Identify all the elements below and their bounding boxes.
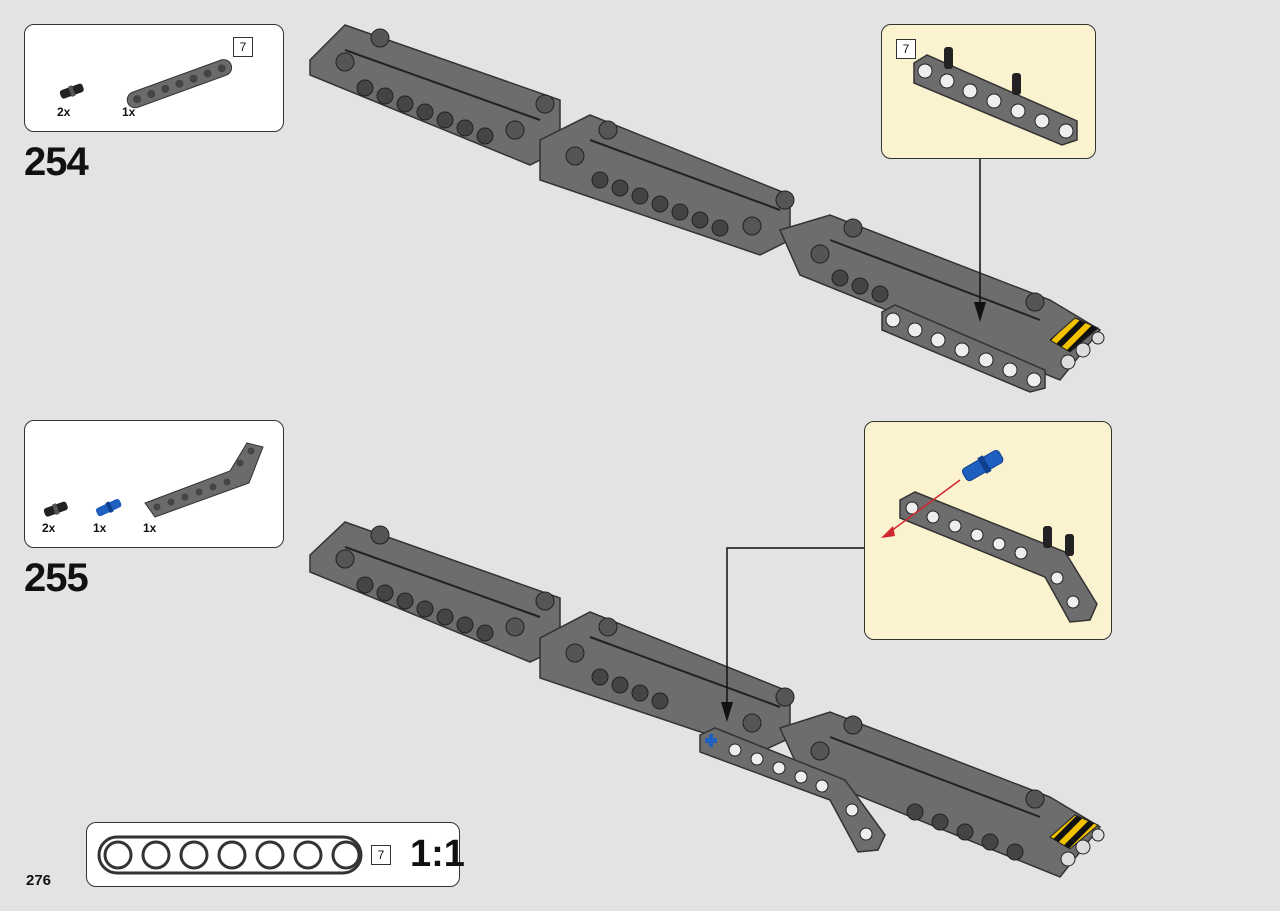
part-qty: 1x — [122, 105, 136, 119]
blue-pin-icon — [95, 498, 122, 517]
callout-step-254: 7 — [881, 24, 1096, 159]
black-pin-icon — [43, 501, 68, 517]
assembly-step-255 — [309, 521, 1105, 878]
part-qty: 2x — [42, 521, 56, 535]
scale-length-tag: 7 — [371, 845, 391, 865]
parts-box-step-255: 2x 1x 1x — [24, 420, 284, 548]
scale-reference-box: 7 1:1 — [86, 822, 465, 887]
part-qty: 1x — [143, 521, 157, 535]
part-qty: 2x — [57, 105, 71, 119]
parts-icons-step-254 — [59, 59, 233, 109]
part-qty: 1x — [93, 521, 107, 535]
scale-ratio: 1:1 — [410, 833, 465, 875]
step-number: 254 — [24, 140, 89, 184]
black-pin-icon — [59, 83, 84, 99]
callout-length-tag: 7 — [896, 39, 916, 59]
parts-icons-step-255 — [43, 442, 264, 518]
scale-beam-drawing — [97, 835, 363, 875]
callout-beam-drawing — [913, 47, 1078, 146]
angled-beam-icon — [144, 442, 264, 518]
assembly-step-254 — [309, 24, 1105, 393]
step-number: 255 — [24, 556, 89, 600]
callout-step-255 — [864, 421, 1112, 640]
parts-box-step-254: 2x 1x 7 — [24, 24, 284, 132]
page-number: 276 — [26, 872, 52, 889]
callout-angled-beam-drawing — [881, 449, 1098, 623]
beam-7-icon — [126, 59, 233, 109]
beam-length-tag: 7 — [233, 37, 253, 57]
